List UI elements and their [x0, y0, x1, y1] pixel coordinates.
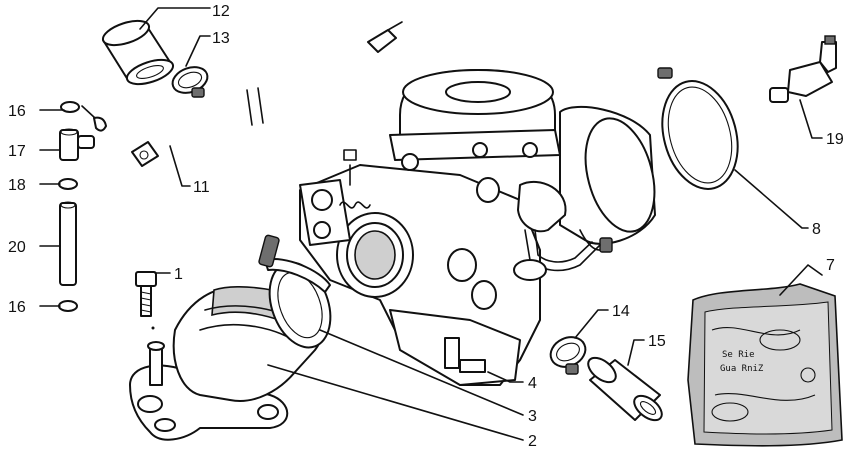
- callout-17: 17: [8, 143, 26, 160]
- callout-16-bottom: 16: [8, 299, 26, 316]
- callout-7: 7: [826, 257, 835, 274]
- part-15-sleeve: [587, 356, 663, 422]
- carburetor-body: [299, 69, 656, 386]
- bag-label-line-2: Gua RniZ: [720, 364, 764, 374]
- part-8-clamp-ring: [657, 67, 739, 190]
- part-11-cable: [131, 21, 403, 167]
- callout-4: 4: [528, 375, 537, 392]
- callout-1: 1: [174, 266, 183, 283]
- callout-labels: 12 13 11 16 17 18 20 16 1 2 3 4 14 15 7 …: [8, 3, 844, 450]
- bag-label-line-1: Se Rie: [722, 350, 755, 360]
- part-13-clamp: [171, 66, 209, 98]
- callout-20: 20: [8, 239, 26, 256]
- callout-19: 19: [826, 131, 844, 148]
- part-19-fitting: [769, 35, 837, 103]
- part-1-bolt: [135, 271, 157, 330]
- part-14-clamp: [549, 336, 587, 375]
- callout-13: 13: [212, 30, 230, 47]
- callout-14: 14: [612, 303, 630, 320]
- callout-12: 12: [212, 3, 230, 20]
- callout-15: 15: [648, 333, 666, 350]
- part-7-gasket-bag: Se Rie Gua RniZ: [687, 283, 843, 447]
- part-12-sleeve: [101, 19, 175, 86]
- left-column-parts: [58, 101, 107, 312]
- leader-lines: [39, 7, 823, 441]
- callout-11: 11: [193, 179, 210, 196]
- callout-3: 3: [528, 408, 537, 425]
- intake-manifold: [129, 234, 332, 441]
- callout-8: 8: [812, 221, 821, 238]
- callout-18: 18: [8, 177, 26, 194]
- callout-16-top: 16: [8, 103, 26, 120]
- callout-2: 2: [528, 433, 537, 450]
